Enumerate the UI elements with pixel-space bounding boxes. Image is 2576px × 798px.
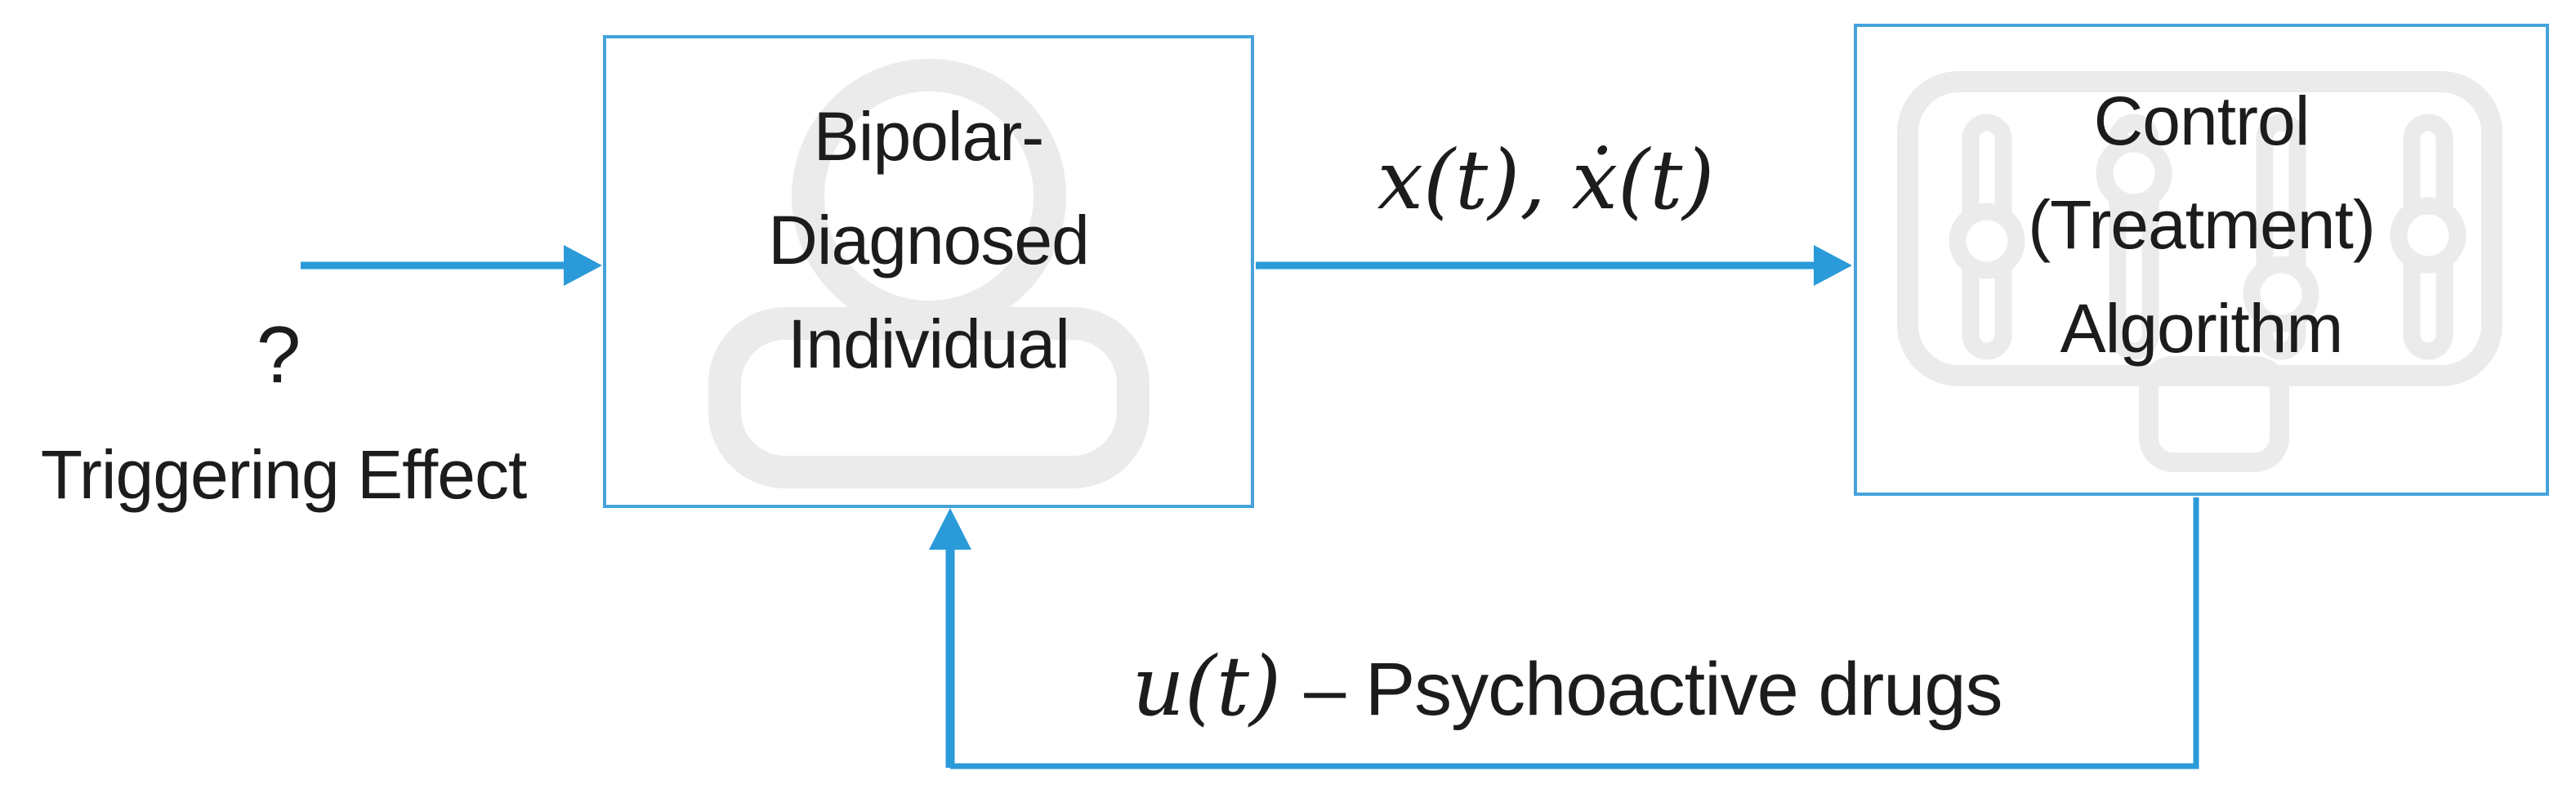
controller-box: Control (Treatment) Algorithm xyxy=(1854,24,2549,496)
state-signal-label: x(t), ẋ(t) xyxy=(1377,132,1715,228)
state-arrow xyxy=(1256,245,1852,286)
feedback-path xyxy=(929,497,2199,769)
controller-box-line1: Control xyxy=(2093,82,2310,159)
plant-box-line2: Diagnosed xyxy=(768,202,1090,279)
controller-box-label: Control (Treatment) Algorithm xyxy=(1857,69,2546,381)
plant-box-line3: Individual xyxy=(788,305,1070,382)
controller-box-line2: (Treatment) xyxy=(2028,186,2376,263)
control-signal-text: – Psychoactive drugs xyxy=(1304,648,2002,731)
plant-box-label: Bipolar- Diagnosed Individual xyxy=(606,85,1251,396)
trigger-question-mark: ? xyxy=(256,310,301,399)
control-signal-math: u(t) xyxy=(1132,639,1282,734)
person-icon xyxy=(708,59,1150,488)
trigger-label: Triggering Effect xyxy=(40,436,528,513)
plant-box-line1: Bipolar- xyxy=(813,98,1044,175)
controller-box-line3: Algorithm xyxy=(2060,290,2344,367)
trigger-arrow xyxy=(301,245,602,286)
sliders-icon xyxy=(1897,71,2502,472)
plant-box: Bipolar- Diagnosed Individual xyxy=(603,35,1254,508)
control-signal-label: u(t) – Psychoactive drugs xyxy=(1132,639,2002,734)
